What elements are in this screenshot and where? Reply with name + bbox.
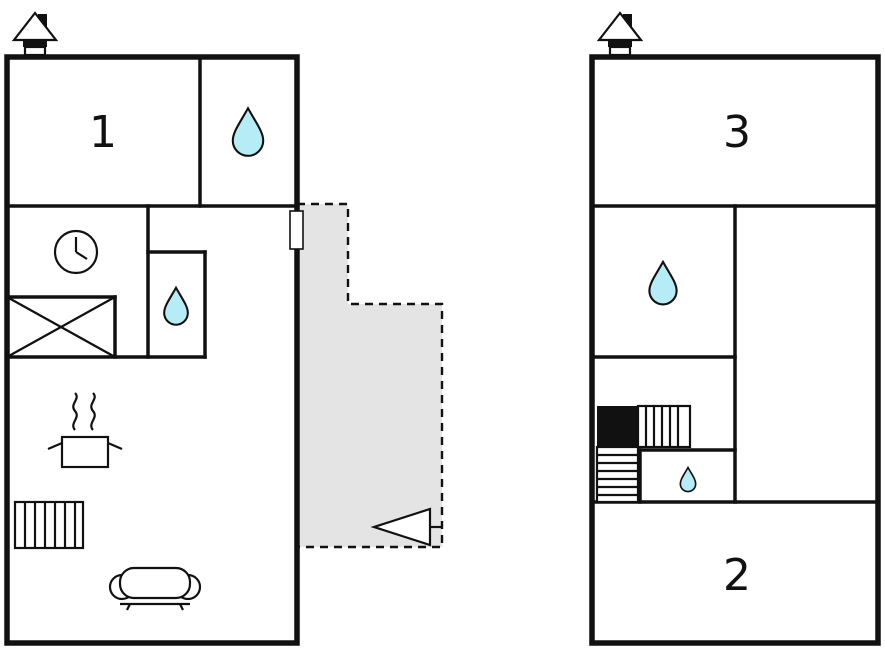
house-icon <box>11 11 59 57</box>
sofa-leg <box>179 603 184 611</box>
cooking-pot-icon <box>47 392 123 469</box>
house-base <box>608 45 632 57</box>
steam-line <box>72 392 78 431</box>
clock-icon <box>53 229 99 275</box>
room-label-1: 1 <box>89 107 117 158</box>
entrance-arrow-icon <box>370 507 442 547</box>
floorplan-left: 1 <box>4 11 444 646</box>
pot-handle-left <box>47 441 63 451</box>
crossed-box-icon <box>6 296 116 358</box>
floorplan-right: 3 2 <box>589 11 881 646</box>
door-opening <box>289 210 304 250</box>
house-icon <box>596 11 644 57</box>
pot-body <box>60 435 110 469</box>
stairs-landing <box>597 406 638 447</box>
water-drop-icon <box>231 106 265 157</box>
radiator-frame <box>13 500 85 550</box>
steam-line <box>90 392 96 431</box>
pot-handle-right <box>107 441 123 451</box>
house-band <box>608 40 632 47</box>
water-drop-icon <box>163 285 189 326</box>
room-label-2: 2 <box>723 550 751 601</box>
clock-hand-hour <box>75 251 88 260</box>
entrance-arrow-head <box>370 507 432 547</box>
crossed-box-diag2 <box>6 296 116 358</box>
water-drop-icon <box>679 465 697 493</box>
room-label-3: 3 <box>723 107 751 158</box>
house-roof <box>596 11 644 42</box>
water-drop-icon <box>648 259 678 306</box>
stairs-icon <box>595 404 692 504</box>
terrace-area <box>295 202 444 549</box>
stairs-run-down <box>595 445 640 504</box>
house-base <box>23 45 47 57</box>
radiator-icon <box>13 500 85 550</box>
house-roof <box>11 11 59 42</box>
sofa-leg <box>126 603 131 611</box>
sofa-body <box>118 566 192 600</box>
house-band <box>23 40 47 47</box>
sofa-icon <box>108 566 202 611</box>
